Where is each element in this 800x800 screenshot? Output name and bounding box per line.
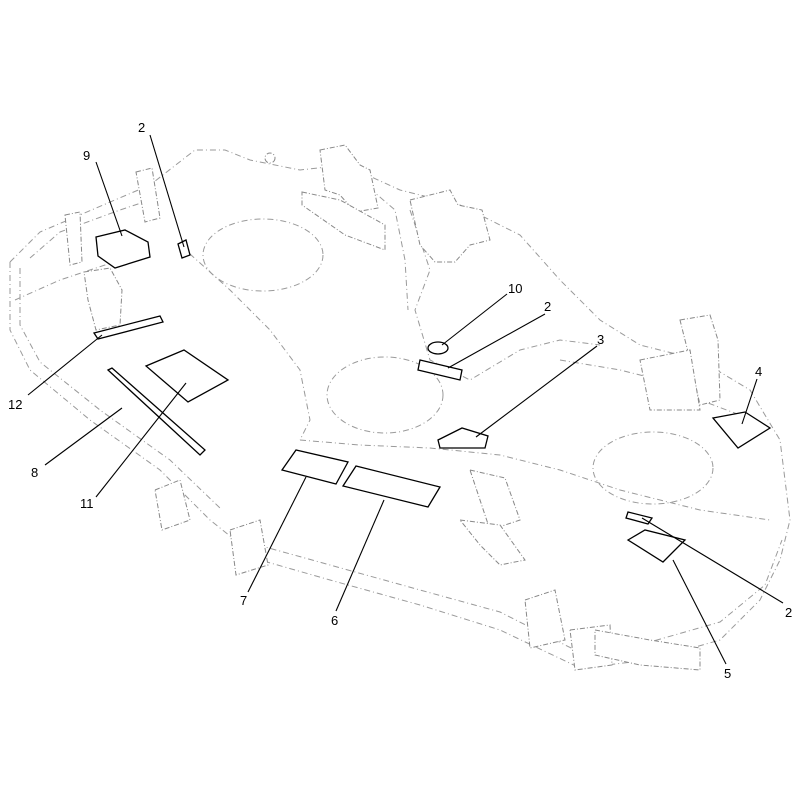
callout-5: 5 xyxy=(724,666,731,681)
leader-11 xyxy=(95,382,187,498)
callout-2-right: 2 xyxy=(785,605,792,620)
leader-7 xyxy=(247,476,307,593)
callout-12: 12 xyxy=(8,397,22,412)
callout-2-mid: 2 xyxy=(544,299,551,314)
leader-12 xyxy=(27,334,103,396)
decal-5 xyxy=(626,529,687,563)
leader-9 xyxy=(95,161,123,237)
decal-8 xyxy=(106,367,206,456)
callout-10: 10 xyxy=(508,281,522,296)
callout-7: 7 xyxy=(240,593,247,608)
decal-2-right xyxy=(625,511,654,525)
decal-6 xyxy=(341,465,442,508)
decal-2-top xyxy=(177,239,191,259)
callout-6: 6 xyxy=(331,613,338,628)
callout-8: 8 xyxy=(31,465,38,480)
leader-8 xyxy=(44,407,123,466)
leader-2-mid xyxy=(447,313,546,369)
decal-3 xyxy=(437,427,489,449)
decal-11 xyxy=(144,349,230,403)
decal-12 xyxy=(92,315,164,340)
leader-lines xyxy=(27,134,784,665)
decal-7 xyxy=(280,449,349,485)
decal-4 xyxy=(711,411,772,449)
leader-3 xyxy=(475,345,598,438)
callout-9: 9 xyxy=(83,148,90,163)
callout-4: 4 xyxy=(755,364,762,379)
decal-9 xyxy=(95,229,151,269)
mower-deck-outline xyxy=(9,149,791,669)
decals xyxy=(92,229,772,563)
leader-10 xyxy=(441,293,508,346)
decal-2-mid xyxy=(417,359,463,381)
callout-2-top: 2 xyxy=(138,120,145,135)
callout-11: 11 xyxy=(80,496,94,511)
mounting-brackets xyxy=(64,144,721,671)
leader-4 xyxy=(741,378,758,425)
leader-2-right xyxy=(641,517,784,604)
callout-labels: 2 9 10 2 3 4 12 8 11 7 6 2 5 xyxy=(8,120,792,681)
leader-5 xyxy=(672,559,727,665)
callout-3: 3 xyxy=(597,332,604,347)
decal-10 xyxy=(427,341,449,355)
leader-2-top xyxy=(149,134,185,248)
leader-6 xyxy=(335,499,385,612)
